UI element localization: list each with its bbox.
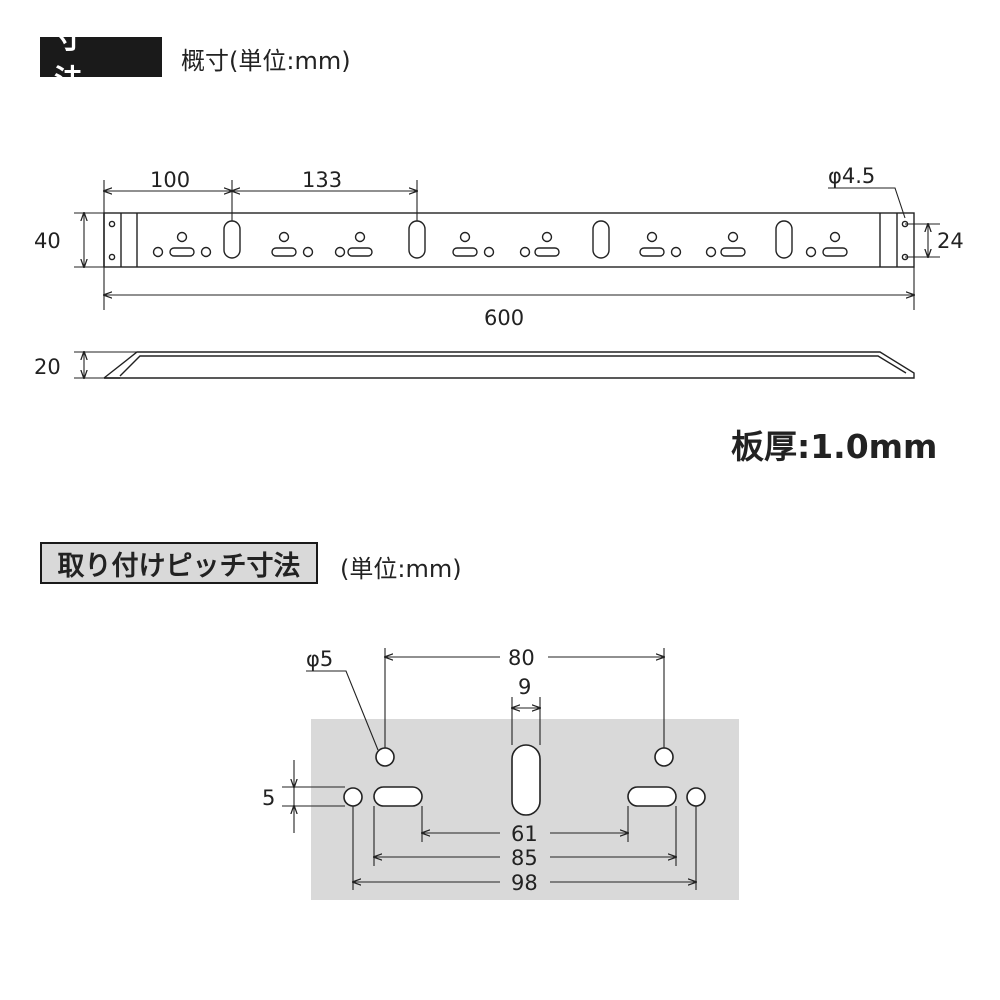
rail-top-view xyxy=(103,212,915,268)
hole-group xyxy=(519,231,560,258)
dim-80: 80 xyxy=(508,646,535,670)
dim-600: 600 xyxy=(484,306,524,330)
hole-phi5 xyxy=(654,747,674,767)
hole-phi5 xyxy=(686,787,706,807)
mounting-pitch-header: 取り付けピッチ寸法 xyxy=(40,542,318,584)
hole-group xyxy=(152,231,212,258)
top-view-dimensions xyxy=(74,180,940,310)
long-slot xyxy=(592,220,610,259)
hole-group xyxy=(334,231,373,258)
dim-phi4-5: φ4.5 xyxy=(828,164,875,188)
dim-98: 98 xyxy=(511,871,538,895)
dim-phi5: φ5 xyxy=(306,647,333,671)
dim-61: 61 xyxy=(511,822,538,846)
plate-thickness-label: 板厚:1.0mm xyxy=(731,427,938,466)
horizontal-slot xyxy=(627,786,677,807)
hole-group xyxy=(271,231,314,258)
detail-holes xyxy=(343,744,706,816)
dim-85: 85 xyxy=(511,846,538,870)
hole-phi5 xyxy=(375,747,395,767)
side-view-dimension xyxy=(74,352,137,378)
dim-9: 9 xyxy=(518,675,531,699)
dim-100: 100 xyxy=(150,168,190,192)
dim-133: 133 xyxy=(302,168,342,192)
long-slot xyxy=(408,220,426,259)
long-slot xyxy=(775,220,793,259)
detail-dimensions xyxy=(282,648,696,890)
hole-phi5 xyxy=(343,787,363,807)
dim-20: 20 xyxy=(34,355,61,379)
dim-40: 40 xyxy=(34,229,61,253)
hole-group xyxy=(639,231,682,258)
long-slot xyxy=(223,220,241,259)
mounting-pitch-unit-note: (単位:mm) xyxy=(340,555,462,583)
hole-group xyxy=(705,231,746,258)
dim-24: 24 xyxy=(937,229,964,253)
hole-group xyxy=(805,231,848,258)
dimensions-unit-note: 概寸(単位:mm) xyxy=(181,47,351,75)
vertical-slot xyxy=(511,744,541,816)
horizontal-slot xyxy=(373,786,423,807)
rail-side-view xyxy=(103,351,915,379)
hole-group xyxy=(452,231,495,258)
dim-5: 5 xyxy=(262,786,275,810)
